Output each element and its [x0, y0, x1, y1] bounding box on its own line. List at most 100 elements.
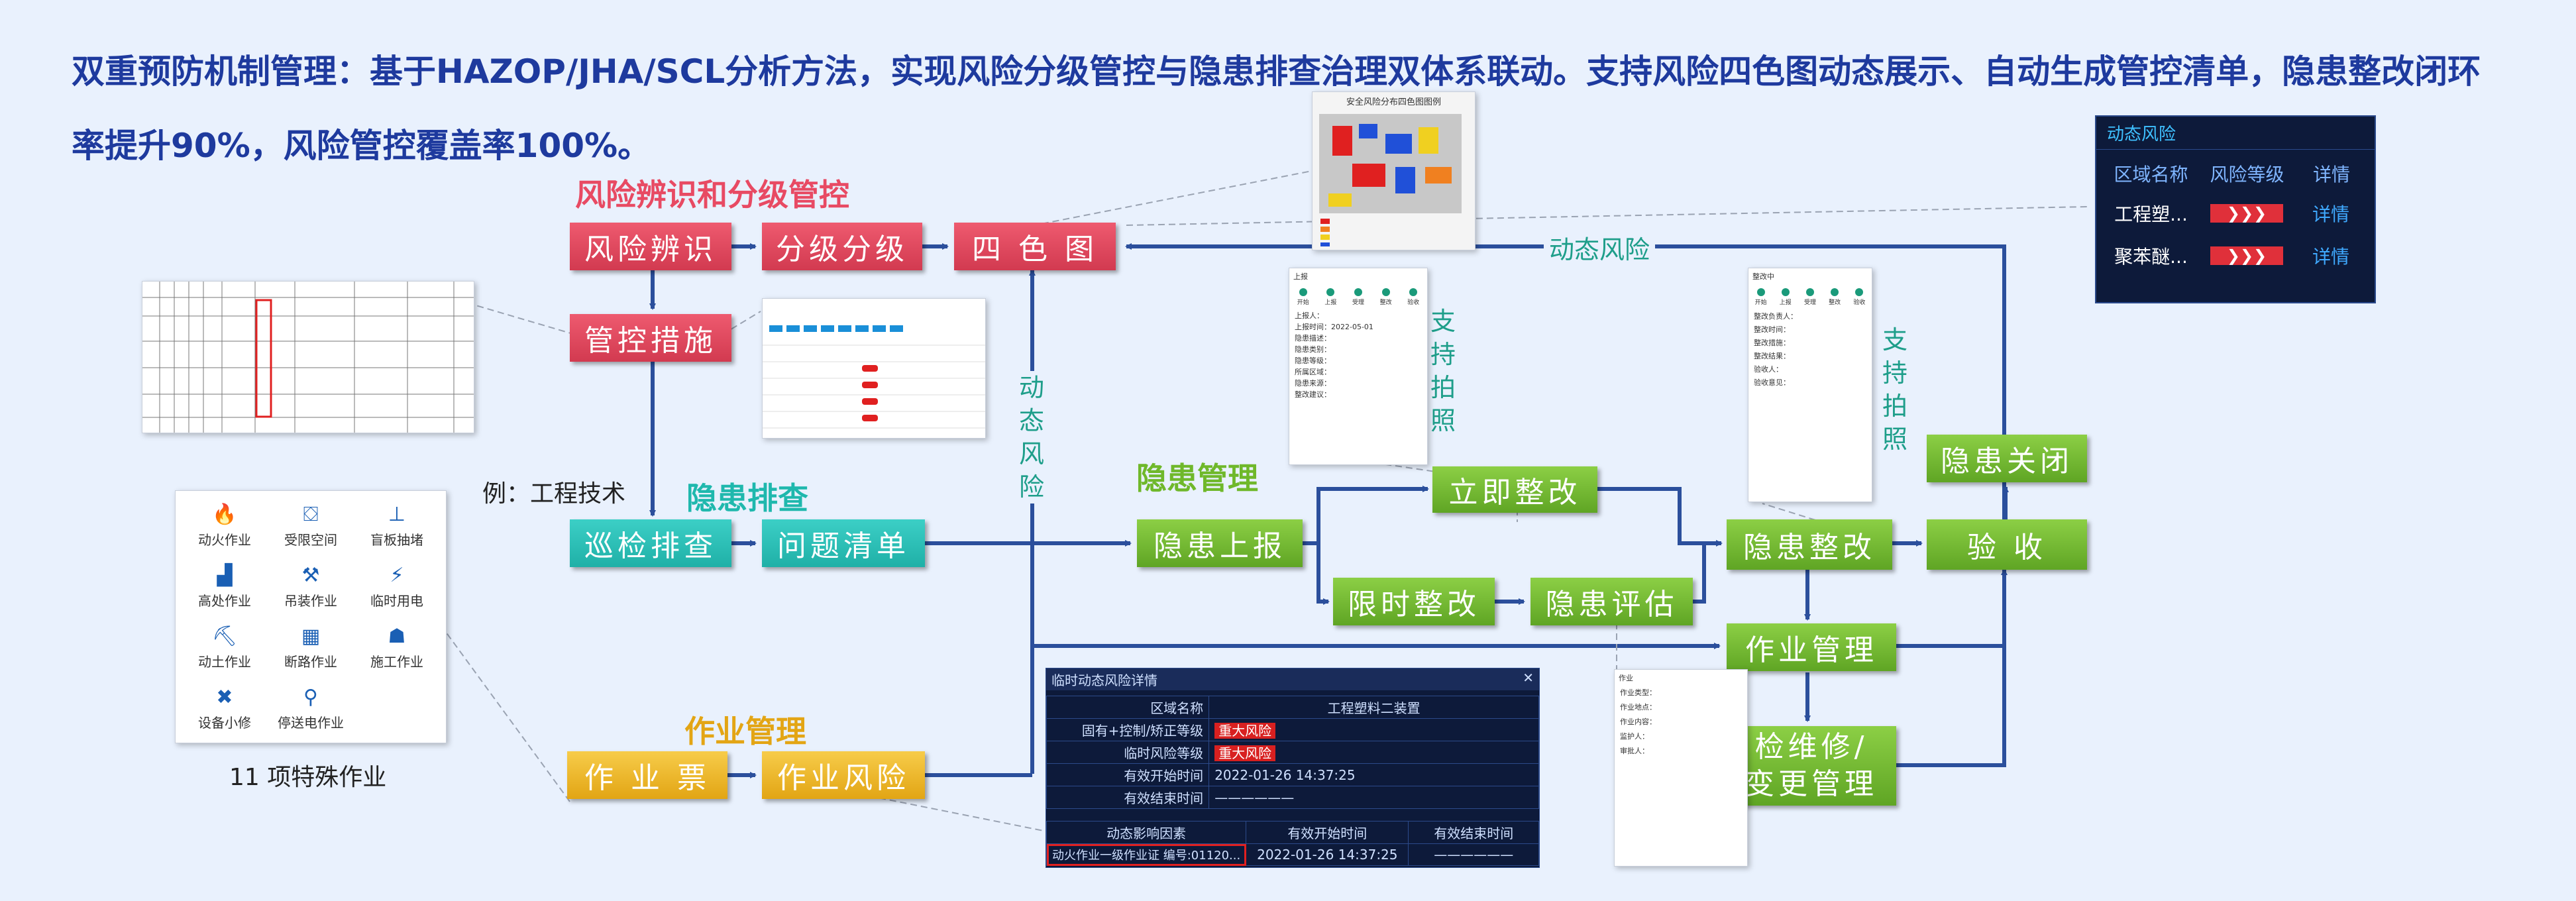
step-item: 整改	[1380, 288, 1392, 306]
step-label: 验收	[1407, 299, 1420, 306]
step-label: 开始	[1754, 299, 1767, 306]
vchar: 风	[1018, 439, 1044, 468]
phone-line: 上报时间：2022-05-01	[1295, 323, 1373, 331]
height-icon: ▟	[217, 564, 233, 587]
special-op-3[interactable]: ▟高处作业	[185, 564, 264, 610]
special-op-4[interactable]: ⚒吊装作业	[271, 564, 350, 610]
hazard-report-box[interactable]: 隐患上报	[1137, 519, 1303, 567]
step-label: 上报	[1324, 299, 1337, 306]
phone-line: 隐患来源：	[1295, 379, 1331, 388]
risk-detail-key: 固有+控制/矫正等级	[1046, 718, 1210, 741]
dynamic-risk-label: 动态风险	[1544, 229, 1656, 266]
step-label: 受理	[1803, 299, 1816, 306]
special-op-0[interactable]: 🔥动火作业	[185, 503, 264, 549]
risk-detail-value: 2022-01-26 14:37:25	[1208, 763, 1539, 786]
risk-level-badge: ❯❯❯	[2210, 204, 2283, 223]
risk-detail-key: 有效结束时间	[1046, 786, 1210, 809]
hazard-rectify-box[interactable]: 隐患整改	[1727, 519, 1892, 570]
vchar: 态	[1018, 406, 1044, 435]
step-label: 受理	[1352, 299, 1364, 306]
risk-detail-row: 临时风险等级重大风险	[1046, 741, 1539, 764]
risk-detail-link[interactable]: 详情	[2312, 203, 2349, 225]
dynamic-risk-panel: 动态风险 区域名称 风险等级 详情 工程塑...❯❯❯详情聚苯醚...❯❯❯详情	[2095, 115, 2376, 303]
special-op-label: 施工作业	[370, 654, 423, 670]
hazard-evaluation-box[interactable]: 隐患评估	[1530, 578, 1693, 625]
special-op-10[interactable]: ⚲停送电作业	[271, 686, 350, 731]
vchar: 拍	[1882, 392, 1907, 421]
patrol-inspection-box[interactable]: 巡检排查	[570, 519, 731, 567]
vchar: 支	[1882, 325, 1907, 354]
phone-line: 整改时间：	[1754, 325, 1790, 334]
step-label: 整改	[1829, 299, 1841, 306]
support-photo-label-2: 支 持 拍 照	[1880, 323, 1909, 456]
fire-icon: 🔥	[212, 503, 237, 526]
step-label: 整改	[1379, 299, 1392, 306]
dynamic-risk-header: 区域名称 风险等级 详情	[2096, 150, 2375, 192]
map-drawing	[1319, 114, 1462, 246]
phone-line: 作业地点：	[1620, 703, 1656, 712]
special-op-7[interactable]: ▦断路作业	[271, 625, 350, 670]
step-label: 验收	[1853, 299, 1866, 306]
dynamic-risk-row: 工程塑...❯❯❯详情	[2096, 192, 2375, 235]
section-work-management: 作业管理	[684, 714, 806, 749]
risk-detail-value: ——————	[1208, 786, 1539, 809]
special-op-label: 盲板抽堵	[370, 532, 423, 548]
risk-detail-value-text: ——————	[1214, 789, 1295, 806]
step-dot	[1805, 288, 1814, 296]
risk-detail-key: 区域名称	[1046, 696, 1210, 719]
work-management-box[interactable]: 作业管理	[1727, 623, 1896, 671]
deadline-fix-box[interactable]: 限时整改	[1333, 578, 1495, 625]
work-ticket-box[interactable]: 作 业 票	[567, 751, 727, 799]
acceptance-box[interactable]: 验 收	[1927, 519, 2087, 570]
risk-detail-value: 重大风险	[1208, 741, 1539, 764]
factor-cell-3: ——————	[1408, 843, 1539, 866]
special-op-label: 吊装作业	[284, 593, 337, 609]
special-op-2[interactable]: ⊥盲板抽堵	[357, 503, 437, 549]
step-item: 开始	[1755, 288, 1767, 306]
hazard-close-box[interactable]: 隐患关闭	[1927, 435, 2087, 482]
risk-identify-box[interactable]: 风险辨识	[570, 223, 731, 270]
work-risk-box[interactable]: 作业风险	[762, 751, 925, 799]
power-icon: ⚡	[390, 564, 404, 587]
phone-line: 整改建议：	[1295, 390, 1331, 399]
vchar: 动	[1018, 373, 1044, 402]
grading-box[interactable]: 分级分级	[762, 223, 922, 270]
example-label: 例：工程技术	[482, 480, 626, 507]
support-photo-label-1: 支 持 拍 照	[1428, 305, 1458, 437]
step-dot	[1409, 288, 1418, 296]
section-hazard-management: 隐患管理	[1136, 460, 1258, 496]
section-risk-identification: 风险辨识和分级管控	[575, 177, 849, 213]
phone-line: 审批人：	[1620, 747, 1649, 755]
close-icon[interactable]: ✕	[1523, 670, 1534, 686]
control-measures-box[interactable]: 管控措施	[570, 314, 731, 362]
risk-detail-key: 有效开始时间	[1046, 763, 1210, 786]
factor-header-1: 动态影响因素	[1046, 821, 1247, 844]
four-color-map-box[interactable]: 四 色 图	[954, 223, 1116, 270]
control-list-drawing	[763, 325, 985, 429]
step-item: 上报	[1780, 288, 1792, 306]
special-op-label: 临时用电	[370, 593, 423, 609]
dynamic-risk-row: 聚苯醚...❯❯❯详情	[2096, 235, 2375, 277]
step-item: 受理	[1804, 288, 1816, 306]
immediate-fix-box[interactable]: 立即整改	[1432, 466, 1597, 513]
special-op-9[interactable]: ✖设备小修	[185, 686, 264, 731]
factor-cell-1[interactable]: 动火作业一级作业证 编号:01120...	[1046, 843, 1247, 866]
risk-detail-link[interactable]: 详情	[2312, 246, 2349, 268]
repair-icon: ✖	[216, 686, 233, 709]
special-op-6[interactable]: ⛏动土作业	[185, 625, 264, 670]
risk-detail-row: 区域名称工程塑料二装置	[1046, 696, 1539, 719]
phone-line: 隐患类别：	[1295, 345, 1331, 354]
step-item: 受理	[1352, 288, 1364, 306]
dynamic-risk-tab[interactable]: 动态风险	[2096, 117, 2375, 150]
worker-icon: ☗	[388, 625, 406, 648]
special-operations-grid: 🔥动火作业⛋受限空间⊥盲板抽堵 ▟高处作业⚒吊装作业 ⚡ 临时用电 ⛏动土作业▦断路作业…	[175, 490, 447, 743]
vchar: 拍	[1430, 373, 1456, 402]
step-dot	[1299, 288, 1307, 296]
special-op-label: 断路作业	[284, 654, 337, 670]
special-op-label: 动土作业	[198, 654, 251, 670]
issue-list-box[interactable]: 问题清单	[762, 519, 925, 567]
special-op-8[interactable]: ☗ 施工作业	[357, 625, 437, 670]
special-op-1[interactable]: ⛋受限空间	[271, 503, 350, 549]
maintenance-change-box[interactable]: 检维修/ 变更管理	[1727, 726, 1896, 806]
special-op-5[interactable]: ⚡ 临时用电	[357, 564, 437, 610]
